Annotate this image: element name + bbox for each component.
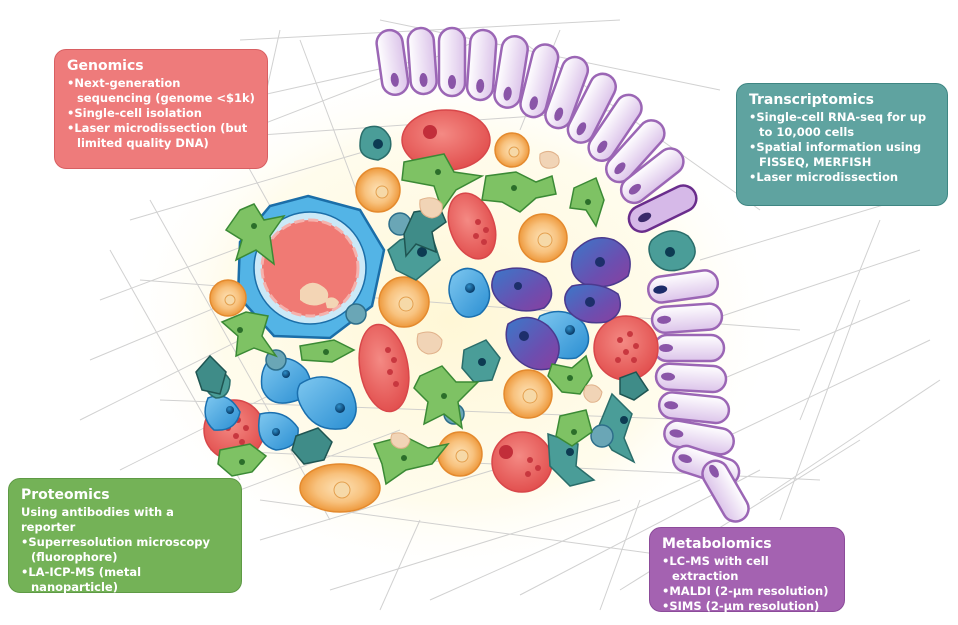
fibroblast-nuclei [237,169,591,465]
stellate-cells [195,207,650,465]
metabolomics-item: MALDI (2-µm resolution) [662,584,832,599]
transcriptomics-item: Single-cell RNA-seq for up to 10,000 cel… [749,110,935,140]
transcriptomics-list: Single-cell RNA-seq for up to 10,000 cel… [749,110,935,185]
epithelial-layer [375,26,750,523]
proteomics-subtitle: Using antibodies with a reporter [21,505,174,534]
metabolomics-title: Metabolomics [662,536,772,552]
debris [390,150,603,449]
genomics-title: Genomics [67,58,144,74]
proteomics-item: NanoSIMS (metal nanoparticle) [21,595,229,625]
blood-vessel [236,194,386,340]
transcriptomics-item: Laser microdissection [749,170,935,185]
purple-cell-nuclei [514,257,605,341]
teal-cell-nuclei [214,139,675,456]
genomics-panel: Genomics Next-generation sequencing (gen… [54,49,268,169]
fibroblasts [217,153,605,486]
red-cells [203,109,659,493]
proteomics-title: Proteomics [21,487,110,503]
blue-cell-nuclei [226,283,575,436]
genomics-item: Next-generation sequencing (genome <$1k) [67,76,255,106]
genomics-item: Single-cell isolation [67,106,255,121]
transcriptomics-item: Spatial information using FISSEQ, MERFIS… [749,140,935,170]
metabolomics-panel: Metabolomics LC-MS with cell extraction … [649,527,845,614]
purple-cells [491,237,631,371]
transcriptomics-title: Transcriptomics [749,92,875,108]
proteomics-item: LA-ICP-MS (metal nanoparticle) [21,565,229,595]
metabolomics-item: SIMS (2-µm resolution) [662,599,832,614]
metabolomics-list: LC-MS with cell extraction MALDI (2-µm r… [662,554,832,614]
transcriptomics-panel: Transcriptomics Single-cell RNA-seq for … [736,83,948,206]
genomics-list: Next-generation sequencing (genome <$1k)… [67,76,255,151]
metabolomics-item: LC-MS with cell extraction [662,554,832,584]
proteomics-panel: Proteomics Using antibodies with a repor… [8,478,242,624]
proteomics-item: Superresolution microscopy (fluorophore) [21,535,229,565]
immune-cells [209,132,568,513]
proteomics-list: Superresolution microscopy (fluorophore)… [21,535,229,625]
genomics-item: Laser microdissection (but limited quali… [67,121,255,151]
